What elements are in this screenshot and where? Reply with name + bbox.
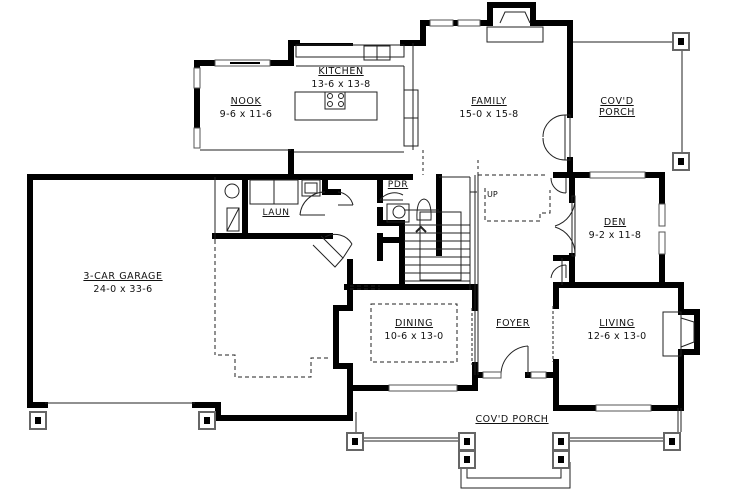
- room-name: LIVING: [599, 318, 635, 329]
- room-label-dining: DINING 10-6 x 13-0: [384, 318, 444, 343]
- room-label-nook: NOOK 9-6 x 11-6: [219, 96, 273, 121]
- walls: [27, 2, 700, 421]
- room-name: NOOK: [230, 96, 262, 107]
- post-icon: [672, 32, 690, 51]
- room-name: FAMILY: [471, 96, 507, 107]
- room-label-living: LIVING 12-6 x 13-0: [587, 318, 647, 343]
- post-icon: [663, 432, 681, 451]
- room-label-covd-porch-front: COV'D PORCH: [475, 414, 549, 426]
- room-label-kitchen: KITCHEN 13-6 x 13-8: [311, 66, 371, 91]
- windows: [193, 19, 666, 412]
- room-label-family: FAMILY 15-0 x 15-8: [459, 96, 519, 121]
- room-dims: 15-0 x 15-8: [459, 108, 519, 120]
- room-label-covd-porch-side: COV'D PORCH: [598, 96, 636, 119]
- room-label-pdr: PDR: [388, 180, 408, 190]
- room-name: 3-CAR GARAGE: [83, 271, 163, 282]
- post-icon: [552, 450, 570, 469]
- post-icon: [29, 411, 47, 430]
- room-name: COV'D PORCH: [475, 414, 549, 425]
- post-icon: [198, 411, 216, 430]
- room-label-laun: LAUN: [262, 208, 289, 218]
- fixtures: [45, 11, 695, 489]
- room-name: COV'D: [600, 96, 634, 107]
- room-name: DINING: [394, 318, 434, 329]
- post-icon: [552, 432, 570, 451]
- room-label-den: DEN 9-2 x 11-8: [588, 217, 642, 242]
- room-dims: 13-6 x 13-8: [311, 78, 371, 90]
- room-label-garage: 3-CAR GARAGE 24-0 x 33-6: [83, 271, 163, 296]
- post-icon: [346, 432, 364, 451]
- room-name: DEN: [603, 217, 627, 228]
- room-dims: 9-2 x 11-8: [588, 229, 642, 241]
- room-name: FOYER: [496, 318, 530, 329]
- room-dims: 12-6 x 13-0: [587, 330, 647, 342]
- room-label-foyer: FOYER: [496, 318, 530, 330]
- post-icon: [458, 432, 476, 451]
- room-dims: 9-6 x 11-6: [219, 108, 273, 120]
- post-icon: [672, 152, 690, 171]
- post-icon: [458, 450, 476, 469]
- room-name: PDR: [387, 180, 409, 190]
- stair-up-label: UP: [487, 190, 498, 199]
- porch-posts: [29, 32, 690, 469]
- room-name: KITCHEN: [318, 66, 364, 77]
- room-name: PORCH: [598, 106, 636, 118]
- room-name: LAUN: [262, 208, 290, 218]
- room-dims: 24-0 x 33-6: [93, 283, 153, 295]
- room-dims: 10-6 x 13-0: [384, 330, 444, 342]
